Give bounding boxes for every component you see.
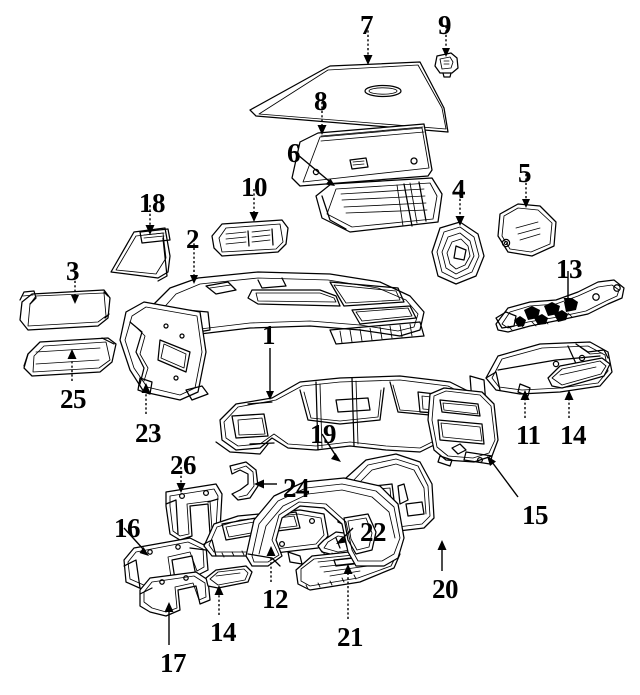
- callout-label-14: 14: [560, 420, 587, 450]
- part-23-cowl-side-brace: [119, 301, 209, 401]
- part-14-mounting-bracket-small: [547, 357, 611, 389]
- part-13-wiring-harness-bracket-assembly: [495, 279, 625, 333]
- callout-label-13: 13: [556, 254, 583, 284]
- callout-label-4: 4: [452, 174, 466, 204]
- callout-label-3: 3: [66, 256, 80, 286]
- part-24-retaining-clip-strap: [229, 461, 259, 501]
- part-17-support-bracket-lower: [139, 571, 211, 617]
- callout-label-11: 11: [516, 420, 541, 450]
- callout-label-21: 21: [337, 622, 364, 652]
- part-9-glove-box-latch-striker: [434, 52, 459, 78]
- callout-label-19: 19: [310, 419, 337, 449]
- part-5-side-defroster-nozzle-cover: [497, 203, 557, 257]
- part-7-glove-box-door-outer-panel: [249, 61, 449, 133]
- part-20-steering-column-cover-lower: [245, 477, 405, 567]
- callout-label-12: 12: [262, 584, 289, 614]
- callout-label-1: 1: [262, 320, 276, 350]
- part-15-console-center-finish-panel: [427, 387, 499, 467]
- callout-label-6: 6: [287, 138, 301, 168]
- callout-label-18: 18: [139, 188, 166, 218]
- callout-label-20: 20: [432, 574, 459, 604]
- part-8-glove-box-door-inner-panel: [291, 123, 433, 187]
- callout-label-15: 15: [522, 500, 549, 530]
- part-10-defroster-grille: [211, 219, 289, 257]
- callout-label-2: 2: [186, 224, 200, 254]
- part-26-support-bracket-upper: [165, 483, 223, 541]
- callout-label-5: 5: [518, 158, 532, 188]
- part-4-speaker-grille-left: [431, 221, 485, 285]
- callout-leaders: [67, 26, 574, 645]
- callout-label-17: 17: [160, 648, 187, 678]
- part-2-instrument-panel-upper-pad: [151, 271, 425, 345]
- callout-label-7: 7: [360, 10, 374, 40]
- part-14b-mounting-bracket-small: [205, 565, 253, 589]
- part-18-side-cover-end-cap: [110, 227, 171, 282]
- callout-label-26: 26: [170, 450, 197, 480]
- callout-label-23: 23: [135, 418, 162, 448]
- callout-label-14b: 14: [210, 617, 237, 647]
- callout-label-9: 9: [438, 10, 452, 40]
- part-3-air-duct-upper: [19, 289, 111, 331]
- part-6-glove-box-liner: [315, 177, 443, 233]
- part-1-instrument-panel-reinforcement-carrier: [215, 375, 489, 455]
- callout-label-25: 25: [60, 384, 87, 414]
- callout-label-22: 22: [360, 517, 387, 547]
- callout-label-8: 8: [314, 86, 328, 116]
- callout-label-24: 24: [283, 473, 310, 503]
- callout-label-16: 16: [114, 513, 141, 543]
- callout-label-10: 10: [241, 172, 268, 202]
